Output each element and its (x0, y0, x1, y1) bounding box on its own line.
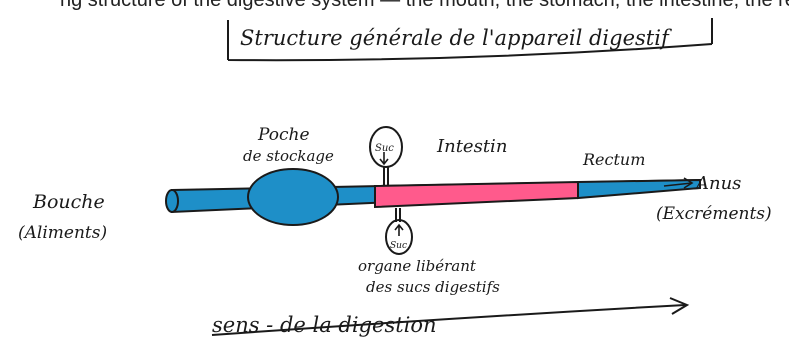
bottom-suc-label: Suc (390, 241, 407, 251)
digestion-direction-arrow-icon (669, 297, 690, 315)
cut-off-caption: ng structure of the digestive system — t… (0, 0, 789, 14)
top-suc-label: Suc (375, 143, 394, 154)
bouche-label: Bouche (32, 191, 105, 213)
diagram-title: Structure générale de l'appareil digesti… (240, 26, 672, 50)
top-gland-duct (383, 167, 389, 186)
intestin-label: Intestin (436, 136, 507, 157)
bottom-gland-arrow-icon (394, 223, 404, 236)
anus-label: Anus (694, 173, 741, 194)
organe-label-line1: organe libérant (358, 257, 477, 275)
storage-pouch (247, 168, 339, 226)
top-gland (369, 126, 403, 168)
top-gland-arrow-icon (379, 152, 389, 166)
title-frame (227, 18, 713, 62)
aliments-label: (Aliments) (18, 223, 107, 243)
mouth-opening (165, 189, 179, 213)
poche-label-line2: de stockage (243, 147, 334, 165)
bottom-gland (385, 219, 413, 255)
excrements-label: (Excréments) (656, 204, 772, 224)
cut-off-caption-text: ng structure of the digestive system — t… (60, 0, 789, 11)
rectum-label: Rectum (582, 150, 645, 169)
organe-label-line2: des sucs digestifs (366, 278, 500, 296)
intestine-segment (374, 180, 579, 209)
poche-label-line1: Poche (257, 125, 310, 145)
anus-arrow-icon (663, 177, 694, 189)
digestion-direction-line (211, 304, 686, 336)
rectum-segment (577, 178, 701, 200)
sens-digestion-label: sens - de la digestion (212, 313, 437, 337)
